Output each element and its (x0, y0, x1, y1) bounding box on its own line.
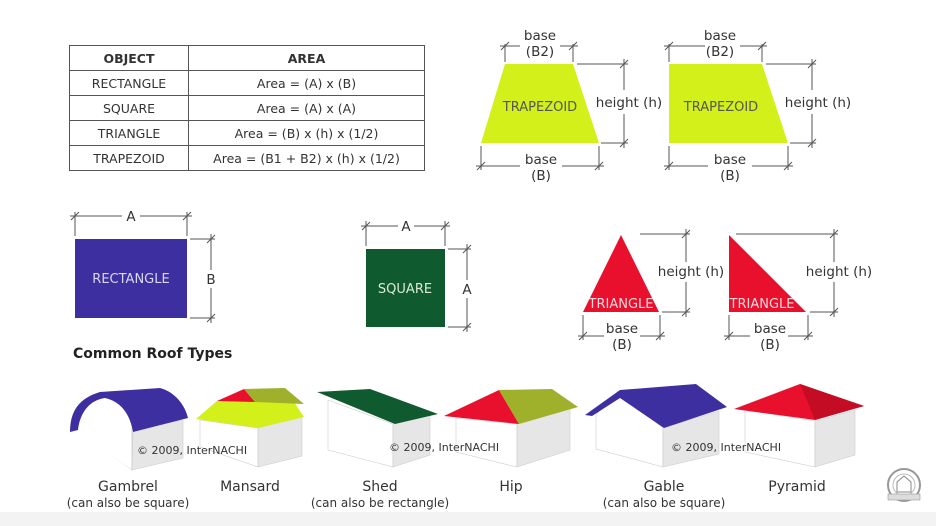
top-base-sub: (B2) (526, 44, 554, 60)
roof-shed (317, 389, 438, 468)
height-label: height (h) (596, 95, 662, 111)
header-area: AREA (188, 45, 425, 71)
roof-section-title: Common Roof Types (73, 346, 233, 362)
roof-name-gambrel: Gambrel (98, 479, 158, 495)
square-label: SQUARE (378, 282, 432, 297)
area-cell: Area = (A) x (A) (188, 95, 425, 121)
trapezoid-label: TRAPEZOID (683, 100, 758, 115)
internachi-seal-logo (887, 468, 921, 502)
table-row: RECTANGLE Area = (A) x (B) (69, 70, 425, 96)
area-cell: Area = (B1 + B2) x (h) x (1/2) (188, 145, 425, 171)
rectangle-label: RECTANGLE (92, 272, 169, 287)
height-label: A (462, 282, 472, 298)
bottom-base-sub: (B) (531, 168, 551, 184)
width-label: A (126, 209, 136, 225)
triangle-shape (729, 235, 806, 312)
bottom-base-label: base (606, 321, 638, 337)
width-label: A (401, 219, 411, 235)
trapezoid-2-figure: TRAPEZOID base (B2) height (h) base (B) (663, 28, 851, 184)
bottom-base-sub: (B) (720, 168, 740, 184)
bottom-base-sub: (B) (760, 337, 780, 353)
roof-gambrel (70, 388, 188, 471)
roof-hip (444, 389, 578, 468)
roof-note-gambrel: (can also be square) (66, 496, 190, 510)
top-base-sub: (B2) (706, 44, 734, 60)
trapezoid-label: TRAPEZOID (502, 100, 577, 115)
object-cell: TRAPEZOID (69, 145, 189, 171)
bottom-band (0, 512, 936, 526)
area-cell: Area = (B) x (h) x (1/2) (188, 120, 425, 146)
table-row: TRIANGLE Area = (B) x (h) x (1/2) (69, 120, 425, 146)
roof-note-gable: (can also be square) (602, 496, 726, 510)
roof-name-hip: Hip (499, 479, 523, 495)
bottom-base-label: base (754, 321, 786, 337)
square-figure: SQUARE A A (360, 219, 472, 333)
height-label: height (h) (806, 264, 872, 280)
height-label: height (h) (785, 95, 851, 111)
bottom-base-label: base (714, 152, 746, 168)
triangle-2-figure: TRIANGLE height (h) base (B) (723, 228, 872, 353)
roof-name-shed: Shed (362, 479, 398, 495)
square-shape (366, 249, 445, 327)
trapezoid-1-figure: TRAPEZOID base (B2) height (h) base (B) (475, 28, 662, 184)
roof-note-shed: (can also be rectangle) (310, 496, 450, 510)
table-row: TRAPEZOID Area = (B1 + B2) x (h) x (1/2) (69, 145, 425, 171)
table-row: SQUARE Area = (A) x (A) (69, 95, 425, 121)
top-base-label: base (704, 28, 736, 44)
bottom-base-label: base (525, 152, 557, 168)
roof-name-mansard: Mansard (220, 479, 280, 495)
trapezoid-shape (669, 64, 788, 143)
copyright-text: © 2009, InterNACHI (389, 441, 500, 454)
height-label: B (206, 272, 215, 288)
triangle-1-figure: TRIANGLE height (h) base (B) (577, 228, 724, 353)
copyright-text: © 2009, InterNACHI (137, 444, 248, 457)
roof-pyramid (734, 384, 864, 468)
height-label: height (h) (658, 264, 724, 280)
rectangle-figure: RECTANGLE A B (69, 209, 216, 324)
top-base-label: base (524, 28, 556, 44)
trapezoid-shape (481, 64, 599, 143)
table-header-row: OBJECT AREA (69, 45, 425, 71)
triangle-shape (583, 235, 659, 312)
area-formula-table: OBJECT AREA RECTANGLE Area = (A) x (B) S… (69, 45, 425, 171)
roof-name-pyramid: Pyramid (768, 479, 826, 495)
triangle-label: TRIANGLE (588, 297, 654, 312)
roof-name-gable: Gable (643, 479, 685, 495)
roof-gable (585, 384, 727, 468)
roof-mansard (196, 388, 304, 468)
copyright-text: © 2009, InterNACHI (671, 441, 782, 454)
area-cell: Area = (A) x (B) (188, 70, 425, 96)
object-cell: TRIANGLE (69, 120, 189, 146)
bottom-base-sub: (B) (612, 337, 632, 353)
rectangle-shape (75, 239, 187, 318)
header-object: OBJECT (69, 45, 189, 71)
triangle-label: TRIANGLE (729, 297, 795, 312)
